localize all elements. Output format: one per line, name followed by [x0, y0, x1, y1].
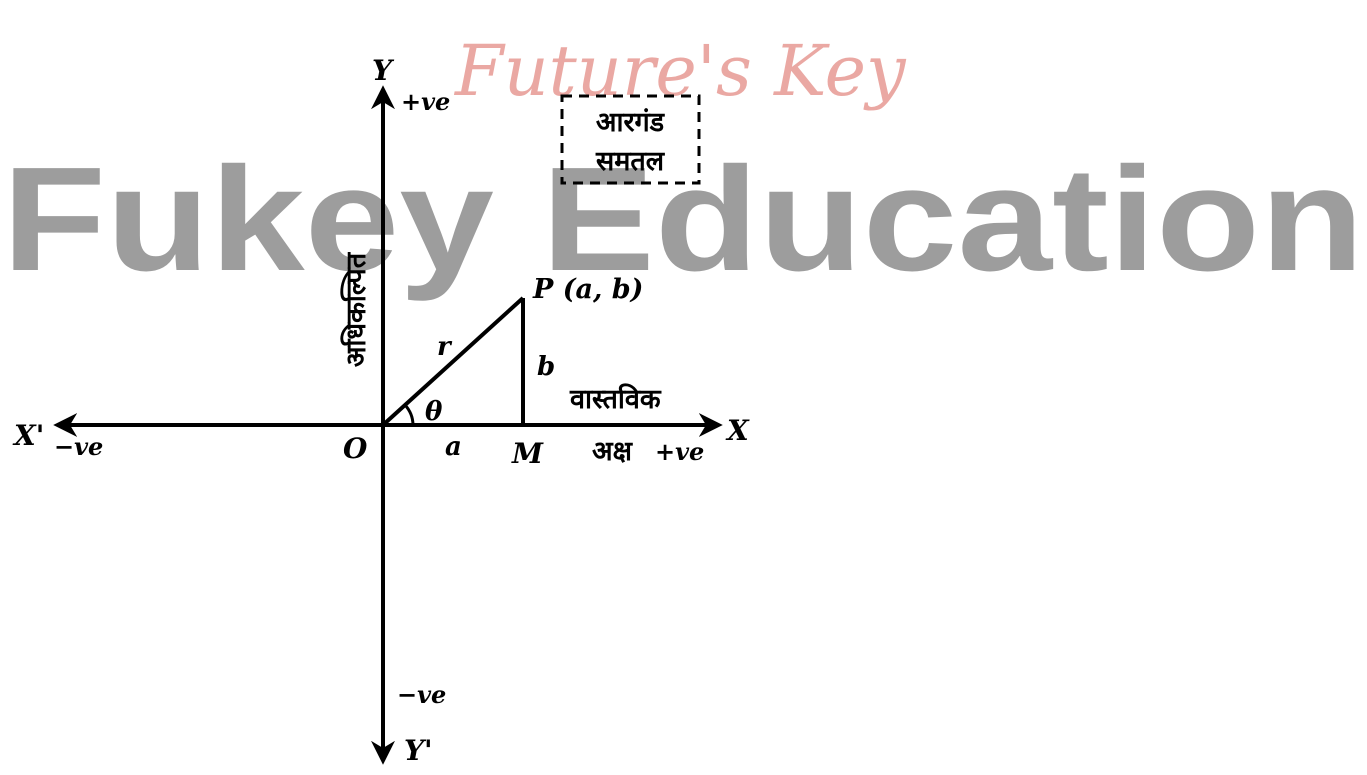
horizontal-label: a [445, 432, 462, 462]
angle-label: θ [425, 397, 443, 427]
origin-label: O [343, 432, 368, 465]
y-top-label: Y [372, 54, 395, 87]
x-pos-sign: +ve [655, 437, 704, 466]
y-bottom-label: Y' [404, 734, 433, 767]
x-right-label: X [725, 414, 750, 447]
plane-box-line2: समतल [595, 146, 666, 177]
radius-label: r [437, 332, 453, 362]
real-axis-label-line1: वास्तविक [569, 383, 662, 415]
point-label: P (a, b) [532, 274, 643, 305]
watermark-big: Fukey Education [2, 137, 1364, 302]
watermark-script: Future's Key [453, 30, 907, 112]
foot-label: M [511, 437, 544, 470]
y-neg-sign: −ve [397, 680, 446, 709]
plane-box [560, 94, 701, 185]
radius-line [381, 296, 525, 427]
vertical-label: b [537, 352, 555, 382]
real-axis-label-line2: अक्ष [592, 436, 634, 467]
plane-box-line1: आरगंड [596, 107, 666, 138]
y-pos-sign: +ve [401, 87, 450, 116]
imaginary-axis-label: अधिकल्पित [340, 251, 372, 367]
angle-arc [403, 403, 415, 426]
x-left-label: X' [12, 419, 44, 452]
x-neg-sign: −ve [54, 432, 103, 461]
